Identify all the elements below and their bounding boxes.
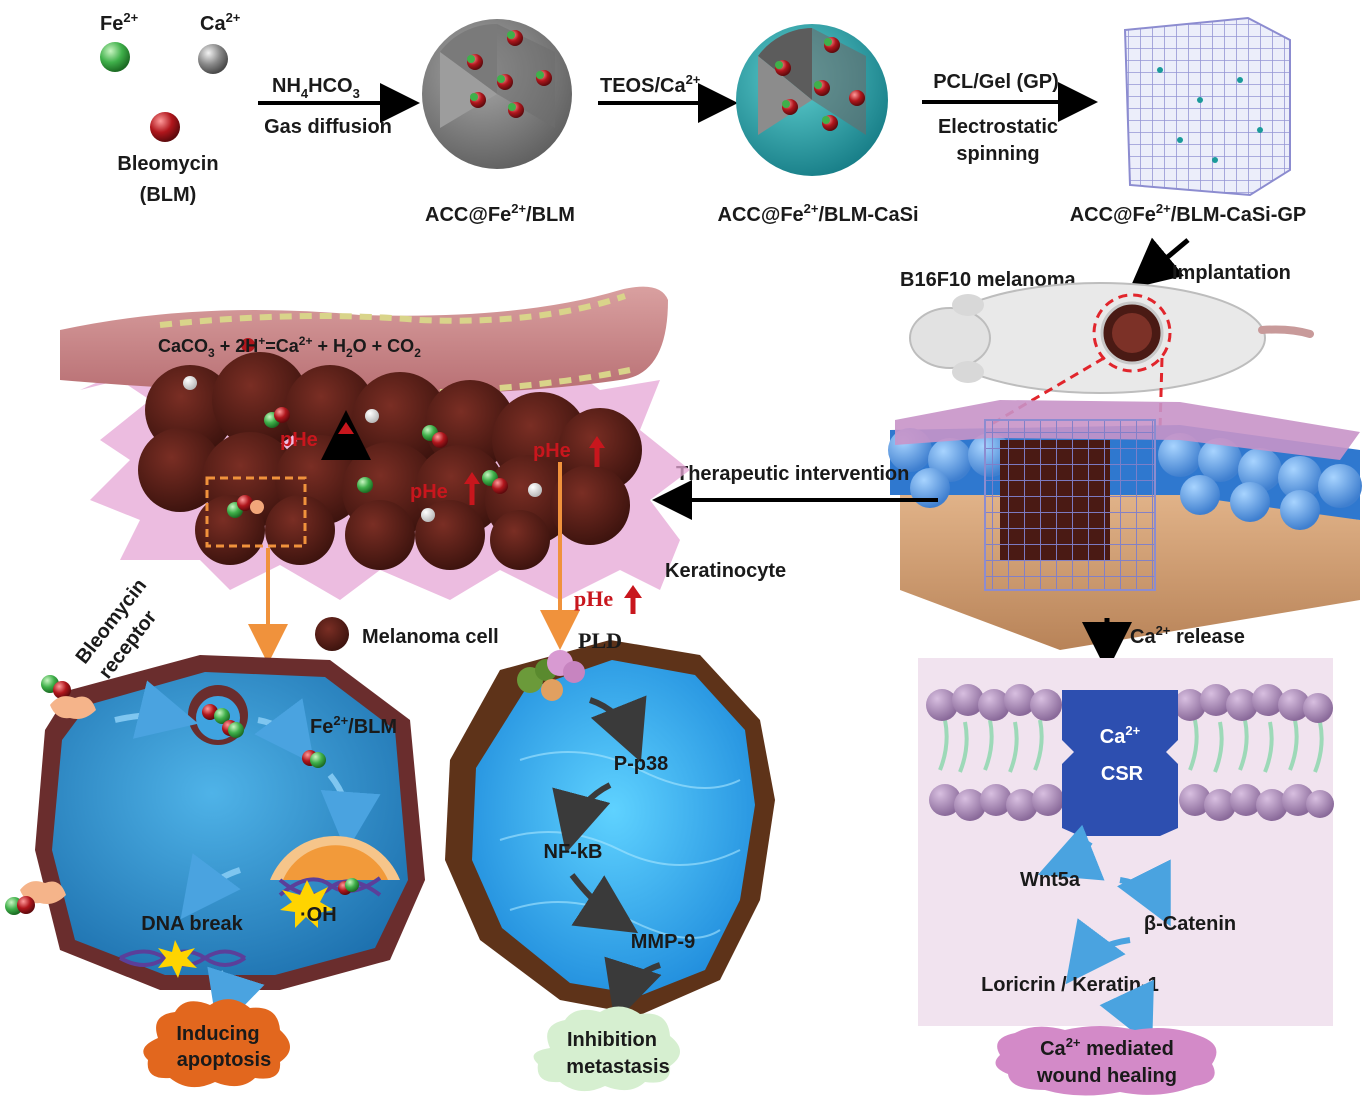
csr-receptor <box>1062 690 1178 836</box>
legend-bleomycin: Bleomycin <box>117 153 218 175</box>
nanoparticle-acc: ACC@Fe2+/BLM <box>422 19 575 226</box>
synthesis-step-3: PCL/Gel (GP) Electrostatic spinning <box>922 71 1098 165</box>
wound-label-2: wound healing <box>1036 1065 1177 1087</box>
p-p38-label: P-p38 <box>614 753 668 775</box>
step3-reagent: PCL/Gel (GP) <box>933 71 1059 93</box>
implantation-label: Implantation <box>1172 262 1291 284</box>
blood-vessel <box>60 286 668 395</box>
legend-blm-abbr: (BLM) <box>140 184 197 206</box>
step1-reagent: NH4HCO3 <box>272 75 360 101</box>
wound-label-1: Ca2+ mediated <box>1040 1035 1174 1060</box>
implantation-arrow <box>1129 237 1190 289</box>
step2-reagent: TEOS/Ca2+ <box>600 72 701 97</box>
step3-method-1: Electrostatic <box>938 116 1058 138</box>
product1-label: ACC@Fe2+/BLM <box>425 201 575 226</box>
cell-membrane: Ca2+ CSR <box>926 684 1334 836</box>
tumor-mass <box>138 352 642 570</box>
mmp9-label: MMP-9 <box>631 931 695 953</box>
phe-label-2: pHe <box>410 481 448 503</box>
dissolution-equation: CaCO3 + 2H+=Ca2+ + H2O + CO2 <box>158 334 421 360</box>
phe-label-1: pHe <box>280 429 318 451</box>
intervention-label: Therapeutic intervention <box>676 463 909 485</box>
beta-catenin-label: β-Catenin <box>1144 913 1236 935</box>
ca-ion-icon <box>198 44 228 74</box>
legend-fe: Fe2+ <box>100 10 139 35</box>
mouse-illustration <box>909 282 1314 394</box>
nanofiber-scaffold: ACC@Fe2+/BLM-CaSi-GP <box>1070 16 1307 226</box>
melanoma-cell-label: Melanoma cell <box>362 626 499 648</box>
step1-method: Gas diffusion <box>264 116 392 138</box>
csr-label: CSR <box>1101 763 1144 785</box>
dna-break-label: DNA break <box>141 913 243 935</box>
apoptosis-cell: Bleomycin receptor Fe2+/BLM ·OH DNA brea… <box>5 575 425 1088</box>
legend: Fe2+ Ca2+ Bleomycin (BLM) <box>100 10 241 206</box>
apoptosis-label-1: Inducing <box>176 1023 259 1045</box>
legend-ca: Ca2+ <box>200 10 241 35</box>
melanoma-label: B16F10 melanoma <box>900 269 1077 291</box>
loaded-particles <box>467 30 552 118</box>
metastasis-cloud <box>533 1006 680 1092</box>
melanoma-cell-icon <box>315 617 349 651</box>
zoom-box <box>205 476 307 548</box>
wound-healing-cloud <box>995 1026 1217 1096</box>
apoptosis-label-2: apoptosis <box>177 1049 271 1071</box>
nf-kb-label: NF-kB <box>544 841 603 863</box>
hydroxyl-radical-label: ·OH <box>300 904 337 926</box>
ca-release-label: Ca2+ release <box>1130 623 1245 648</box>
loricrin-label: Loricrin / Keratin-1 <box>981 974 1159 996</box>
bleomycin-icon <box>150 112 180 142</box>
apoptosis-cloud <box>143 999 290 1088</box>
step3-method-2: spinning <box>956 143 1039 165</box>
therapeutic-intervention: Therapeutic intervention <box>652 463 938 520</box>
csr-ca-label: Ca2+ <box>1100 723 1141 748</box>
loaded-particles-2 <box>775 37 865 131</box>
implantation: Implantation B16F10 melanoma <box>900 237 1314 431</box>
nanoparticle-casi: ACC@Fe2+/BLM-CaSi <box>718 24 919 226</box>
product3-label: ACC@Fe2+/BLM-CaSi-GP <box>1070 201 1307 226</box>
synthesis-step-1: NH4HCO3 Gas diffusion <box>258 75 420 138</box>
synthesis-step-2: TEOS/Ca2+ <box>598 72 738 123</box>
metastasis-label-1: Inhibition <box>567 1029 657 1051</box>
wound-healing-panel: Ca2+ release Ca2+ CSR Wnt5a <box>918 618 1334 1096</box>
pld-label: PLD <box>578 628 622 653</box>
phe-label-4: pHe <box>574 586 613 611</box>
metastasis-cell: PLD P-p38 NF-kB MMP-9 Inhibition metasta… <box>445 628 775 1092</box>
keratinocyte-label: Keratinocyte <box>665 560 786 582</box>
fe-blm-complex-label: Fe2+/BLM <box>310 713 397 738</box>
product2-label: ACC@Fe2+/BLM-CaSi <box>718 201 919 226</box>
phe-label-3: pHe <box>533 440 571 462</box>
tumor-tissue: pHe pHe pHe CaCO3 + 2H+=Ca2+ + H2O + CO2… <box>60 286 786 664</box>
metastasis-label-2: metastasis <box>566 1056 669 1078</box>
wnt5a-label: Wnt5a <box>1020 869 1081 891</box>
skin-block <box>888 400 1362 650</box>
pld-enzyme <box>517 650 585 701</box>
fe-ion-icon <box>100 42 130 72</box>
